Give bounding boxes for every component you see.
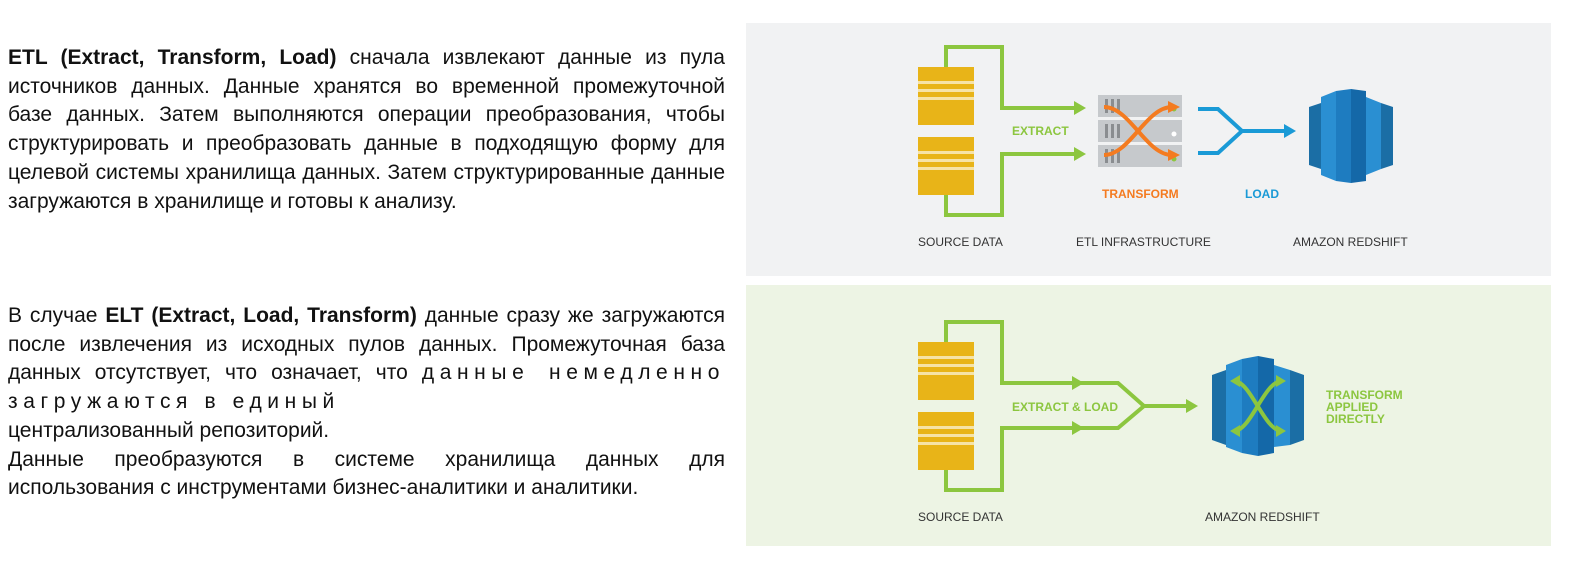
etl-line-7: загружаются в хранилище и готовы к анали… <box>8 189 457 213</box>
elt-line-4: данные немедленно загружаются в единый <box>8 361 725 414</box>
elt-term: ELT (Extract, Load, Transform) <box>105 304 417 327</box>
extract-arrowhead-bottom <box>1074 147 1086 161</box>
elt-line-8: аналитики. <box>531 476 639 500</box>
transform-applied-label-line3: DIRECTLY <box>1326 412 1385 426</box>
etl-diagram: EXTRACT TRANSFORM LOAD SOURCE DATA ETL I… <box>918 45 1408 249</box>
elt-line-3: Промежуточная база данных отсутствует, ч… <box>8 332 725 385</box>
etl-server-icon <box>1098 95 1182 167</box>
etl-line-1: сначала извлекают данные <box>336 46 632 69</box>
elt-paragraph: В случае ELT (Extract, Load, Transform) … <box>8 302 725 503</box>
elt-line-7: использования с инструментами бизнес-ана… <box>8 476 526 500</box>
load-arrowhead <box>1284 124 1296 138</box>
elt-line-6: Данные преобразуются в системе хранилища… <box>8 447 725 471</box>
extract-load-label: EXTRACT & LOAD <box>1012 400 1118 414</box>
source-data-label: SOURCE DATA <box>918 510 1003 524</box>
transform-applied-label-line1: TRANSFORM <box>1326 388 1403 402</box>
source-database-icon <box>918 342 974 470</box>
amazon-redshift-icon <box>1309 89 1393 183</box>
transform-label: TRANSFORM <box>1102 187 1179 201</box>
elt-line-2: загружаются после извлечения из исходных… <box>8 304 725 356</box>
load-arrows <box>1198 107 1286 155</box>
etl-line-3: промежуточной базе данных. Затем выполня… <box>8 74 725 127</box>
extract-label: EXTRACT <box>1012 124 1069 138</box>
etl-paragraph: ETL (Extract, Transform, Load) сначала и… <box>8 44 725 216</box>
elt-line-1: данные сразу же <box>416 304 594 327</box>
elt-prefix: В случае <box>8 304 106 327</box>
amazon-redshift-label: AMAZON REDSHIFT <box>1205 510 1320 524</box>
elt-line-5: централизованный репозиторий. <box>8 418 330 442</box>
transform-applied-label-line2: APPLIED <box>1326 400 1378 414</box>
amazon-redshift-label: AMAZON REDSHIFT <box>1293 235 1408 249</box>
etl-line-4: преобразования, чтобы структурировать и … <box>8 103 725 156</box>
extract-arrows <box>944 45 1076 217</box>
source-data-label: SOURCE DATA <box>918 235 1003 249</box>
extract-arrowhead-bottom <box>1072 421 1084 435</box>
etl-diagram-panel: EXTRACT TRANSFORM LOAD SOURCE DATA ETL I… <box>746 23 1551 276</box>
etl-line-2: из пула источников данных. Данные хранят… <box>8 46 725 98</box>
extract-arrowhead-top <box>1074 101 1086 115</box>
load-arrowhead <box>1186 399 1198 413</box>
extract-arrowhead-top <box>1072 376 1084 390</box>
etl-line-5: данные в подходящую форму для целевой си… <box>8 132 726 184</box>
extract-load-arrows <box>944 320 1188 492</box>
elt-diagram: EXTRACT & LOAD TRANSFORM APPLIED DIRECTL… <box>918 320 1403 524</box>
etl-term: ETL (Extract, Transform, Load) <box>8 46 337 69</box>
etl-line-6: хранилища данных. Затем структурированны… <box>185 160 725 184</box>
source-database-icon <box>918 67 974 195</box>
etl-infrastructure-label: ETL INFRASTRUCTURE <box>1076 235 1211 249</box>
amazon-redshift-icon <box>1212 356 1304 456</box>
elt-diagram-panel: EXTRACT & LOAD TRANSFORM APPLIED DIRECTL… <box>746 285 1551 546</box>
load-label: LOAD <box>1245 187 1279 201</box>
